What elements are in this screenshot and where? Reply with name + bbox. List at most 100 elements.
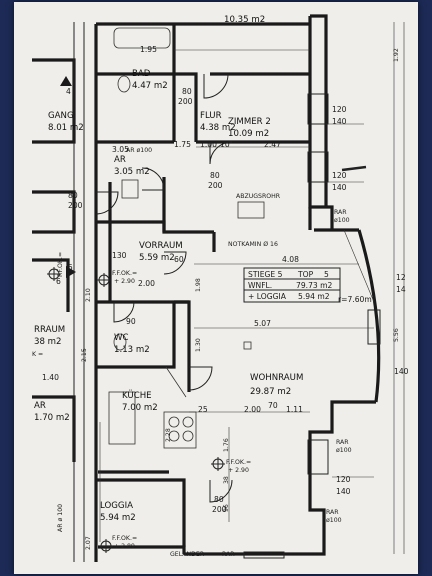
dim-192: 1.92 [393, 48, 400, 62]
fixtures [108, 27, 265, 449]
dim-198: 1.98 [195, 278, 202, 292]
dim-140-e: 140 [394, 367, 409, 376]
room-labels: 10.35 m2 BAD 4.47 m2 GANG 8.01 m2 FLUR 4… [34, 15, 303, 523]
rar-dia-2: ø100 [336, 447, 352, 454]
info-loggia-value: 5.94 m2 [298, 292, 330, 301]
dim-80-b: 80 [210, 171, 220, 180]
dim-90: 90 [126, 317, 136, 326]
arrow-marker-icon [60, 76, 72, 86]
level-marker-icon [47, 267, 61, 281]
room-name-gang: GANG [48, 111, 74, 121]
room-area-flur: 4.38 m2 [200, 123, 236, 133]
abzug-label: ABZUGSROHR [236, 193, 281, 200]
dim-556: 5.56 [393, 328, 400, 342]
k-label: K = [32, 351, 43, 358]
ffok-left-label: F.F.OK.= [57, 252, 64, 277]
notkamin-label: NOTKAMIN Ø 16 [228, 240, 278, 248]
room-name-rraum: RRAUM [34, 325, 65, 335]
rar-dia-3: ø100 [326, 517, 342, 524]
room-name-flur: FLUR [200, 111, 222, 121]
dim-210: 2.10 [85, 288, 92, 302]
dim-5: 5 [68, 263, 73, 272]
room-name-ar-top: AR [114, 155, 126, 165]
rar-label-4: RAR [222, 551, 235, 558]
room-area-bad: 4.47 m2 [132, 81, 168, 91]
room-area-ar-left: 1.70 m2 [34, 413, 70, 423]
dim-80-c: 80 [68, 191, 78, 200]
room-name-zimmer2: ZIMMER 2 [228, 117, 271, 127]
dim-140-b: 140 [332, 183, 347, 192]
dim-247: 2.47 [264, 140, 281, 149]
ffok-label-3: F.F.OK.= [112, 535, 137, 542]
dim-305: 3.05 [112, 145, 129, 154]
rar-label-2: RAR [336, 439, 349, 446]
dim-120-a: 120 [332, 105, 347, 114]
dim-175: 1.75 [174, 140, 191, 149]
neighbour-unit-walls [32, 22, 85, 562]
dim-140-c: 140 [336, 487, 351, 496]
ffok-value-1: + 2.90 [228, 467, 249, 474]
level-markers [47, 76, 225, 553]
room-area-zimmer2: 10.09 m2 [228, 129, 269, 139]
rar-label-3: RAR [326, 509, 339, 516]
dim-200-b: 2.00 [244, 405, 261, 414]
exterior-walls [94, 14, 381, 562]
dim-507: 5.07 [254, 319, 271, 328]
dim-140-d: 1.40 [42, 373, 59, 382]
room-area-wohnraum: 29.87 m2 [250, 387, 291, 397]
dim-200-f: 200 [212, 505, 227, 514]
arrow-marker-icon [66, 266, 76, 278]
level-marker-icon [99, 539, 113, 553]
dim-111: 1.11 [286, 405, 303, 414]
dim-120-c: 120 [336, 475, 351, 484]
dim-200-c: 200 [178, 97, 193, 106]
room-area-kueche: 7.00 m2 [122, 403, 158, 413]
radius-label: r=7.60m [338, 295, 372, 304]
windows [243, 93, 381, 559]
room-name-vorraum: VORRAUM [139, 241, 183, 251]
info-wnfl-label: WNFL. [248, 281, 272, 290]
info-loggia-label: + LOGGIA [248, 292, 287, 301]
ffok-value-2: + 2.90 [114, 278, 135, 285]
info-top-number: 5 [324, 270, 329, 279]
annotations: NOTKAMIN Ø 16 r=7.60m RAR ø100 RAR ø100 … [32, 147, 372, 558]
dim-120-b: 120 [332, 171, 347, 180]
dim-4: 4 [66, 87, 71, 96]
dim-200-e: 200 [68, 201, 83, 210]
room-area-gang: 8.01 m2 [48, 123, 84, 133]
dim-130: 1.30 [195, 338, 202, 352]
top-area-label: 10.35 m2 [224, 15, 265, 25]
ar100-label: AR ø100 [126, 147, 152, 154]
dim-200-d: 200 [208, 181, 223, 190]
dim-408: 4.08 [282, 255, 299, 264]
interior-walls [96, 24, 332, 547]
gelaender-label: GELÄNDER [170, 549, 205, 558]
dim-195: 1.95 [140, 45, 157, 54]
dim-207: 2.07 [85, 536, 92, 550]
dim-6: 6 [56, 277, 61, 286]
rar-dia-1: ø100 [334, 217, 350, 224]
room-area-rraum: 38 m2 [34, 337, 62, 347]
room-name-ar-left: AR [34, 401, 46, 411]
room-name-wc: WC [114, 333, 129, 343]
room-name-wohnraum: WOHNRAUM [250, 373, 303, 383]
dim-25: 25 [198, 405, 208, 414]
dim-228: 2.28 [165, 428, 172, 442]
dim-130-b: 130 [112, 251, 127, 260]
dim-12: 12 [396, 273, 406, 282]
room-name-bad: BAD [132, 69, 151, 79]
dim-10: 10 [220, 140, 230, 149]
rar-label-1: RAR [334, 209, 347, 216]
dim-176: 1.76 [223, 438, 230, 452]
dim-100: 1.00 [200, 140, 217, 149]
dim-96: 96 [223, 504, 230, 512]
info-wnfl-value: 79.73 m2 [296, 281, 333, 290]
dimension-labels: 1.95 2.47 1.75 1.00 10 120 140 120 140 1… [42, 45, 409, 550]
ffok-value-3: + 2.89 [114, 543, 135, 550]
dim-80-a: 80 [182, 87, 192, 96]
dim-215: 2.15 [81, 348, 88, 362]
room-area-vorraum: 5.59 m2 [139, 253, 175, 263]
floor-plan-drawing: STIEGE 5 TOP 5 WNFL. 79.73 m2 + LOGGIA 5… [32, 14, 409, 562]
room-name-loggia: LOGGIA [100, 501, 133, 511]
level-marker-icon [97, 273, 111, 287]
